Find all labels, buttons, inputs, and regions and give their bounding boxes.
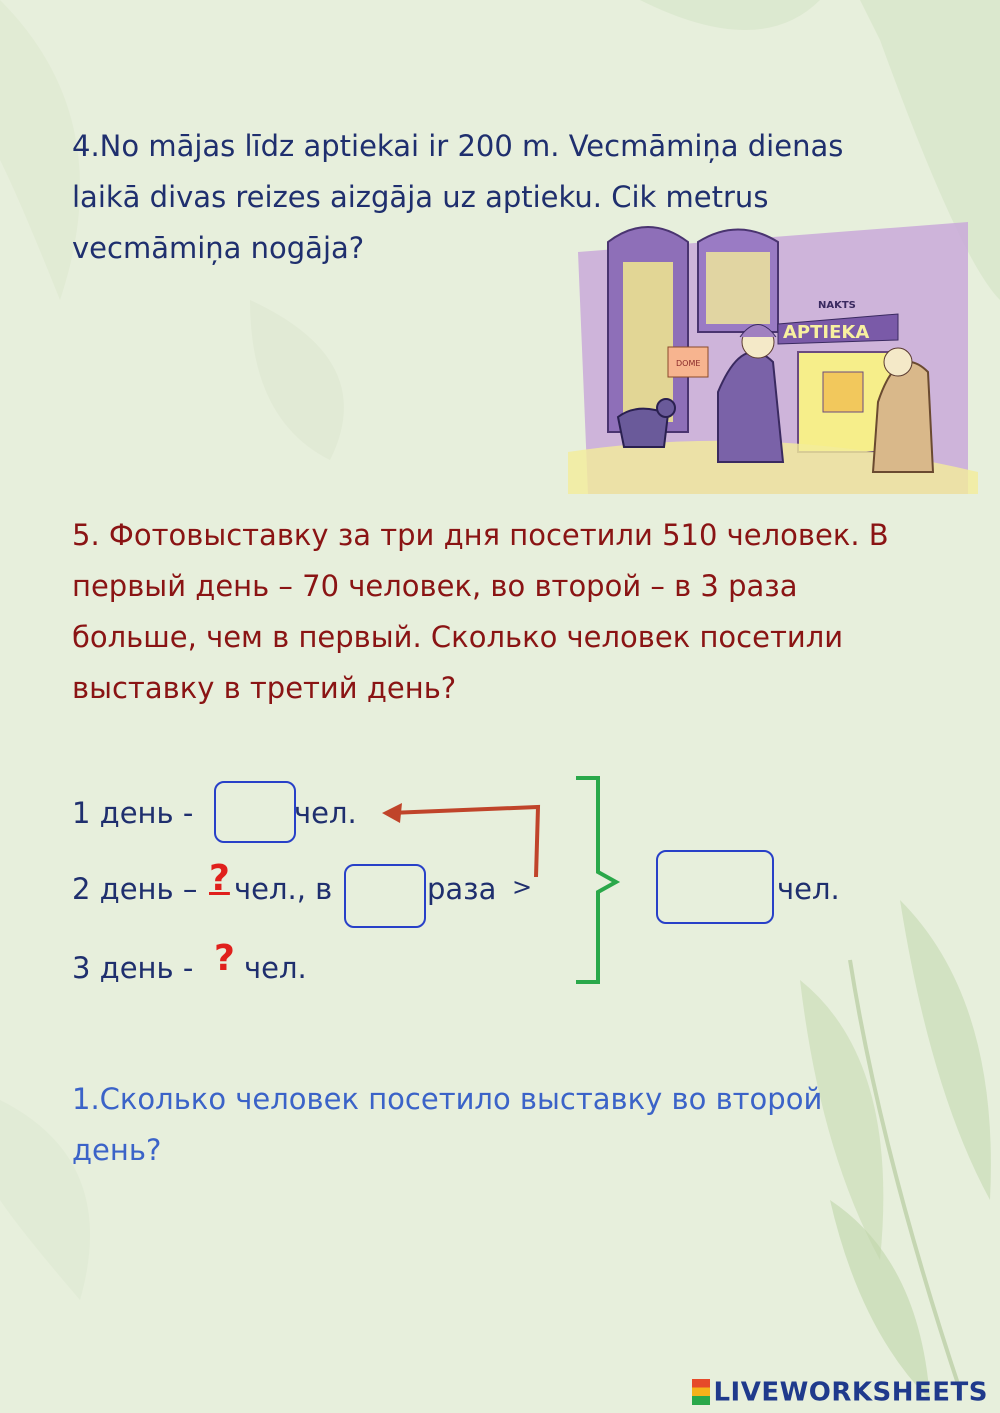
day1-label: 1 день - — [72, 796, 194, 830]
task5-line4: выставку в третий день? — [72, 671, 457, 705]
task5-line3: больше, чем в первый. Сколько человек по… — [72, 620, 844, 654]
total-unit: чел. — [777, 872, 840, 906]
day2-question-mark: ? — [209, 858, 230, 899]
curly-brace — [576, 776, 621, 984]
task5-line2: первый день – 70 человек, во второй – в … — [72, 569, 798, 603]
door-note: DOME — [676, 359, 700, 368]
task4-line3: vecmāmiņa nogāja? — [72, 231, 365, 265]
task4-line1: 4.No mājas līdz aptiekai ir 200 m. Vecmā… — [72, 129, 844, 163]
day1-unit: чел. — [294, 796, 357, 830]
day1-answer-box[interactable] — [214, 781, 296, 843]
day3-unit: чел. — [244, 951, 307, 985]
liveworksheets-logo[interactable]: LIVEWORKSHEETS — [692, 1377, 988, 1407]
question1-line1: 1.Сколько человек посетило выставку во в… — [72, 1082, 823, 1116]
pharmacy-illustration: DOME NAKTS APTIEKA — [568, 222, 978, 494]
logo-mark-icon — [692, 1379, 711, 1405]
day3-label: 3 день - — [72, 951, 194, 985]
sign-nakts: NAKTS — [818, 300, 856, 311]
day2-times-word: раза — [427, 872, 497, 906]
question1-line2: день? — [72, 1133, 162, 1167]
total-answer-box[interactable] — [656, 850, 774, 924]
day3-question-mark: ? — [214, 938, 235, 979]
sign-aptieka: APTIEKA — [783, 322, 869, 343]
day2-greater-sign: > — [512, 873, 533, 901]
day2-label: 2 день – — [72, 872, 198, 906]
arrow-day2-to-day1 — [382, 803, 541, 878]
logo-text: LIVEWORKSHEETS — [713, 1377, 988, 1407]
day2-unit: чел., в — [234, 872, 333, 906]
day2-times-box[interactable] — [344, 864, 426, 928]
task4-line2: laikā divas reizes aizgāja uz aptieku. C… — [72, 180, 769, 214]
task5-line1: 5. Фотовыставку за три дня посетили 510 … — [72, 518, 889, 552]
